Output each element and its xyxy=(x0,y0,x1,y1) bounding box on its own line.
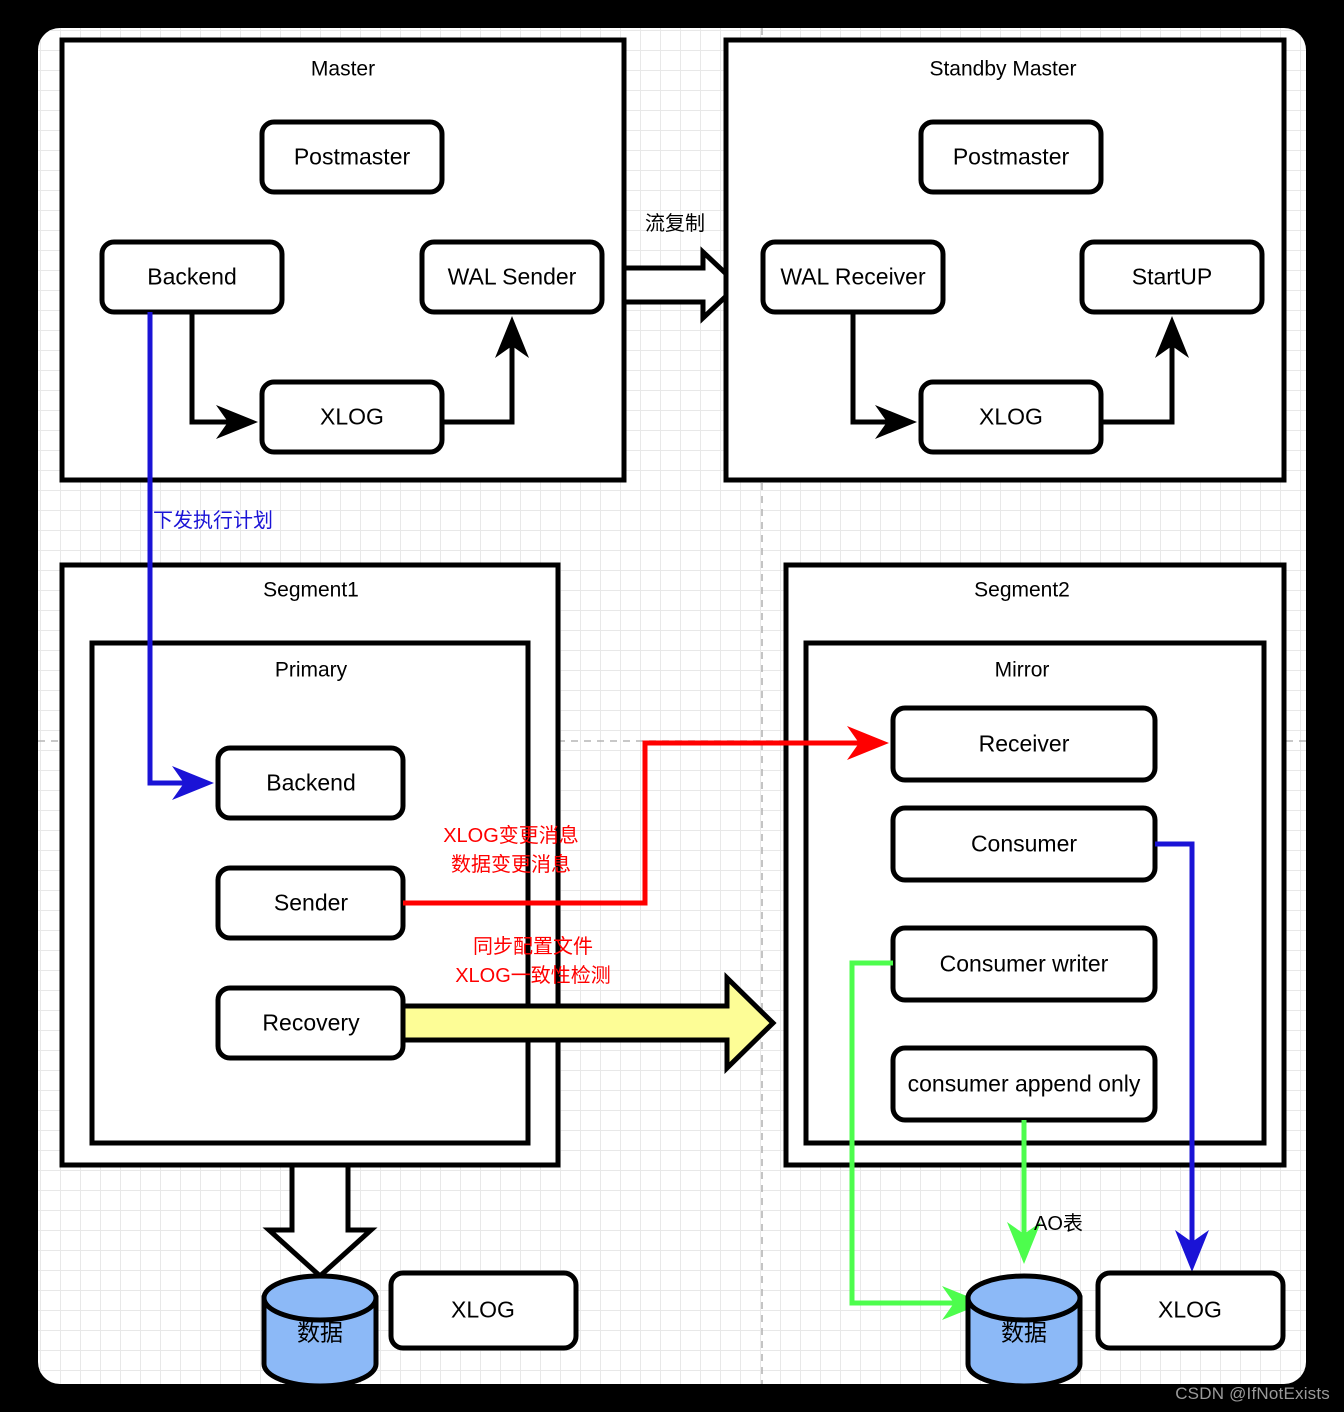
storage-label-seg1-data: 数据 xyxy=(297,1319,343,1346)
storage-seg2-data-cylinder xyxy=(965,1273,1083,1384)
storage-label-seg1-xlog: XLOG xyxy=(451,1296,515,1323)
node-label-standby-xlog: XLOG xyxy=(979,403,1043,430)
node-standby-xlog xyxy=(918,379,1104,455)
edge-consumer-writer-to-data xyxy=(849,960,985,1321)
node-label-master-xlog: XLOG xyxy=(320,403,384,430)
storage-seg1-data-cylinder xyxy=(261,1273,379,1384)
node-label-master-backend: Backend xyxy=(147,263,237,290)
node-label-mirror-consumer-writer: Consumer writer xyxy=(939,950,1109,977)
node-label-master-postmaster: Postmaster xyxy=(293,143,411,170)
edge-consumer-to-xlog xyxy=(1155,841,1209,1273)
panel-title-standby-master: Standby Master xyxy=(929,57,1077,81)
block-arrow-sync-config xyxy=(400,972,777,1074)
node-label-standby-postmaster: Postmaster xyxy=(952,143,1070,170)
node-label-mirror-consumer: Consumer xyxy=(970,830,1078,857)
node-label-standby-wal-receiver: WAL Receiver xyxy=(780,263,926,290)
edge-label-xlog-change-line2: 数据变更消息 xyxy=(450,854,571,876)
edge-master-xlog-to-wal-sender xyxy=(442,315,530,425)
edge-standby-xlog-to-startup xyxy=(1101,315,1190,425)
edge-label-stream-replication: 流复制 xyxy=(645,213,705,236)
node-master-xlog xyxy=(259,379,445,455)
node-label-mirror-consumer-append-only: consumer append only xyxy=(907,1070,1141,1097)
node-master-postmaster xyxy=(259,119,445,195)
node-standby-startup xyxy=(1079,239,1265,315)
storage-label-seg2-data: 数据 xyxy=(1001,1319,1047,1346)
storage-label-seg2-xlog: XLOG xyxy=(1158,1296,1222,1323)
edge-label-dispatch-plan: 下发执行计划 xyxy=(153,510,273,532)
edge-label-xlog-change-message: XLOG变更消息 数据变更消息 xyxy=(443,822,579,880)
panel-title-mirror: Mirror xyxy=(994,658,1050,682)
block-arrow-segment1-to-data xyxy=(262,1162,378,1280)
edge-master-backend-to-xlog xyxy=(189,312,259,440)
edge-label-sync-config-line1: 同步配置文件 xyxy=(472,936,593,958)
edge-standby-wal-receiver-to-xlog xyxy=(850,312,918,440)
edge-dispatch-plan xyxy=(147,312,215,801)
storage-seg1-xlog-box xyxy=(388,1270,579,1351)
node-label-standby-startup: StartUP xyxy=(1131,263,1213,290)
node-standby-postmaster xyxy=(918,119,1104,195)
storage-seg2-xlog-box xyxy=(1095,1270,1286,1351)
node-label-primary-sender: Sender xyxy=(273,889,349,916)
edge-label-sync-config: 同步配置文件 XLOG一致性检测 xyxy=(455,933,611,991)
edge-label-sync-config-line2: XLOG一致性检测 xyxy=(455,965,611,987)
panel-title-segment1: Segment1 xyxy=(263,578,359,602)
node-primary-backend xyxy=(215,745,406,821)
panel-title-master: Master xyxy=(310,57,376,81)
edge-label-ao-table: AO表 xyxy=(1034,1213,1083,1235)
diagram-canvas: Master Postmaster Backend WAL Sender XLO… xyxy=(38,28,1306,1384)
node-label-master-wal-sender: WAL Sender xyxy=(447,263,577,290)
node-mirror-receiver xyxy=(890,705,1158,783)
node-label-primary-recovery: Recovery xyxy=(262,1009,360,1036)
edge-xlog-change-message xyxy=(403,726,890,906)
panel-title-segment2: Segment2 xyxy=(974,578,1070,602)
edge-label-xlog-change-line1: XLOG变更消息 xyxy=(443,825,579,847)
node-label-mirror-receiver: Receiver xyxy=(978,730,1070,757)
diagram-vector-layer xyxy=(38,28,1306,1384)
node-label-primary-backend: Backend xyxy=(266,769,356,796)
node-master-wal-sender xyxy=(419,239,605,315)
watermark: CSDN @IfNotExists xyxy=(1175,1384,1330,1403)
panel-title-primary: Primary xyxy=(274,658,348,682)
block-arrow-stream-replication xyxy=(621,246,742,324)
